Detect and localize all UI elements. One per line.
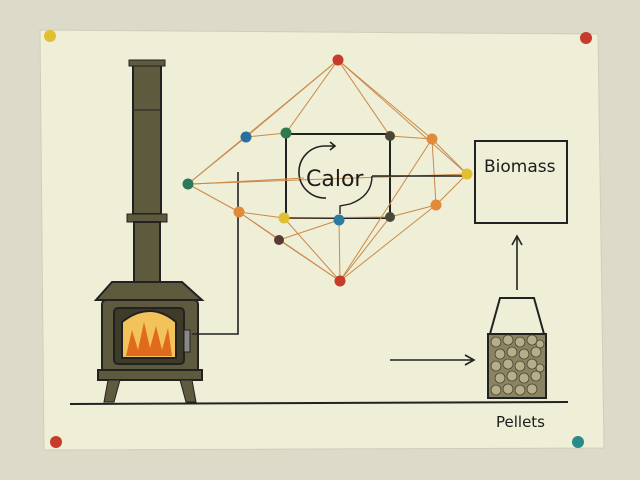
pin	[280, 127, 292, 139]
pellets-label: Pellets	[496, 413, 545, 431]
pin	[274, 235, 284, 245]
corner-pin	[44, 30, 56, 42]
chimney-cap	[128, 59, 166, 67]
calor-label: Calor	[306, 167, 364, 192]
pin	[385, 131, 395, 141]
biomass-box	[474, 140, 568, 224]
pins	[44, 30, 592, 448]
floor-line	[69, 401, 569, 405]
pin	[426, 133, 438, 145]
pin	[278, 212, 290, 224]
biomass-label: Biomass	[484, 157, 556, 177]
pin	[332, 54, 344, 66]
pin	[334, 275, 346, 287]
chimney-pipe	[132, 61, 162, 215]
corner-pin	[50, 436, 62, 448]
pin	[461, 168, 473, 180]
calor-connector	[339, 175, 466, 214]
pin	[233, 206, 245, 218]
flame-icon	[126, 322, 172, 356]
pin	[385, 212, 395, 222]
corner-pin	[572, 436, 584, 448]
pin	[333, 214, 345, 226]
stove-top	[93, 281, 205, 301]
wood-stove	[93, 59, 205, 403]
pin	[430, 199, 442, 211]
string-network	[187, 59, 468, 282]
stove-connector	[192, 172, 239, 335]
pin	[182, 178, 194, 190]
pellet-container	[487, 297, 547, 399]
corner-pin	[580, 32, 592, 44]
cycle-arrow-icon	[298, 145, 327, 199]
pin	[240, 131, 252, 143]
